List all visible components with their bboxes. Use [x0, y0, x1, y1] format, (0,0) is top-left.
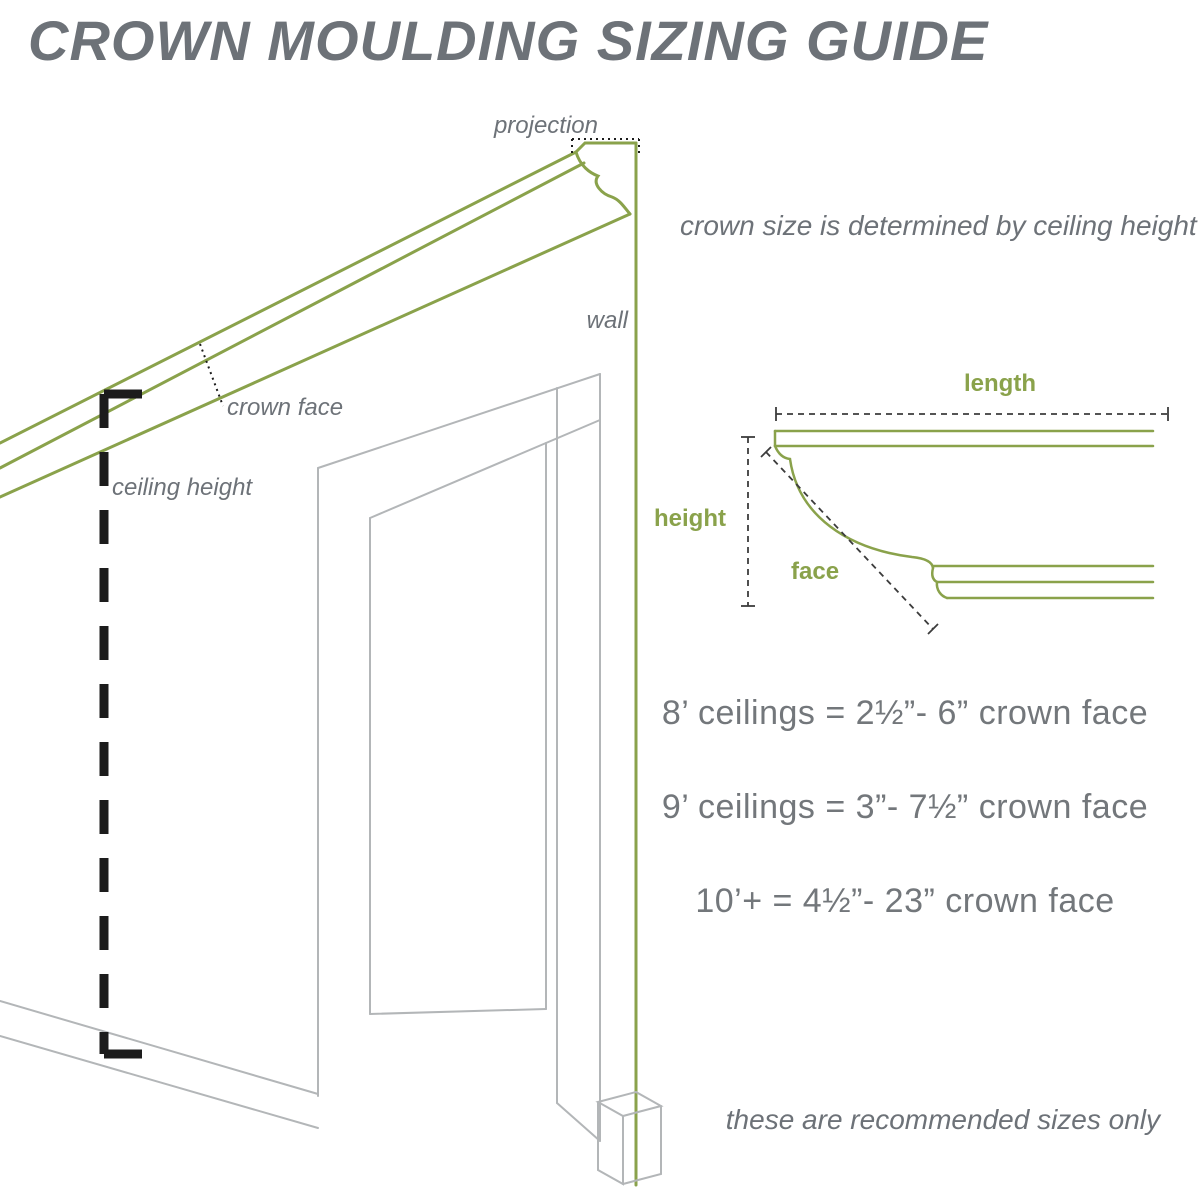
crown-moulding-run [0, 141, 638, 499]
crown-face-label: crown face [227, 394, 344, 421]
sizing-rule-10ft: 10’+ = 4½”- 23” crown face [695, 882, 1115, 920]
wall-and-door-structure [317, 373, 601, 1142]
subtitle: crown size is determined by ceiling heig… [680, 210, 1197, 241]
face-label: face [791, 558, 840, 585]
length-measure [775, 407, 1169, 421]
length-label: length [964, 370, 1036, 397]
page-title: CROWN MOULDING SIZING GUIDE [28, 9, 989, 72]
sizing-rules: 8’ ceilings = 2½”- 6” crown face 9’ ceil… [610, 694, 1200, 921]
height-label: height [654, 505, 726, 532]
projection-label: projection [493, 112, 598, 139]
projection-bracket [571, 138, 640, 153]
crown-face-tick [199, 343, 224, 407]
baseboard-block [595, 1090, 664, 1186]
floor-lines [0, 1000, 601, 1142]
height-measure [741, 436, 755, 607]
ceiling-height-label: ceiling height [112, 474, 253, 501]
detail-crown-profile [773, 429, 1155, 600]
sizing-rule-9ft: 9’ ceilings = 3”- 7½” crown face [661, 788, 1149, 826]
ceiling-height-bracket [99, 389, 142, 1059]
footnote: these are recommended sizes only [725, 1104, 1160, 1135]
sizing-rule-8ft: 8’ ceilings = 2½”- 6” crown face [661, 694, 1149, 732]
face-measure [760, 446, 939, 635]
wall-label: wall [586, 307, 628, 334]
